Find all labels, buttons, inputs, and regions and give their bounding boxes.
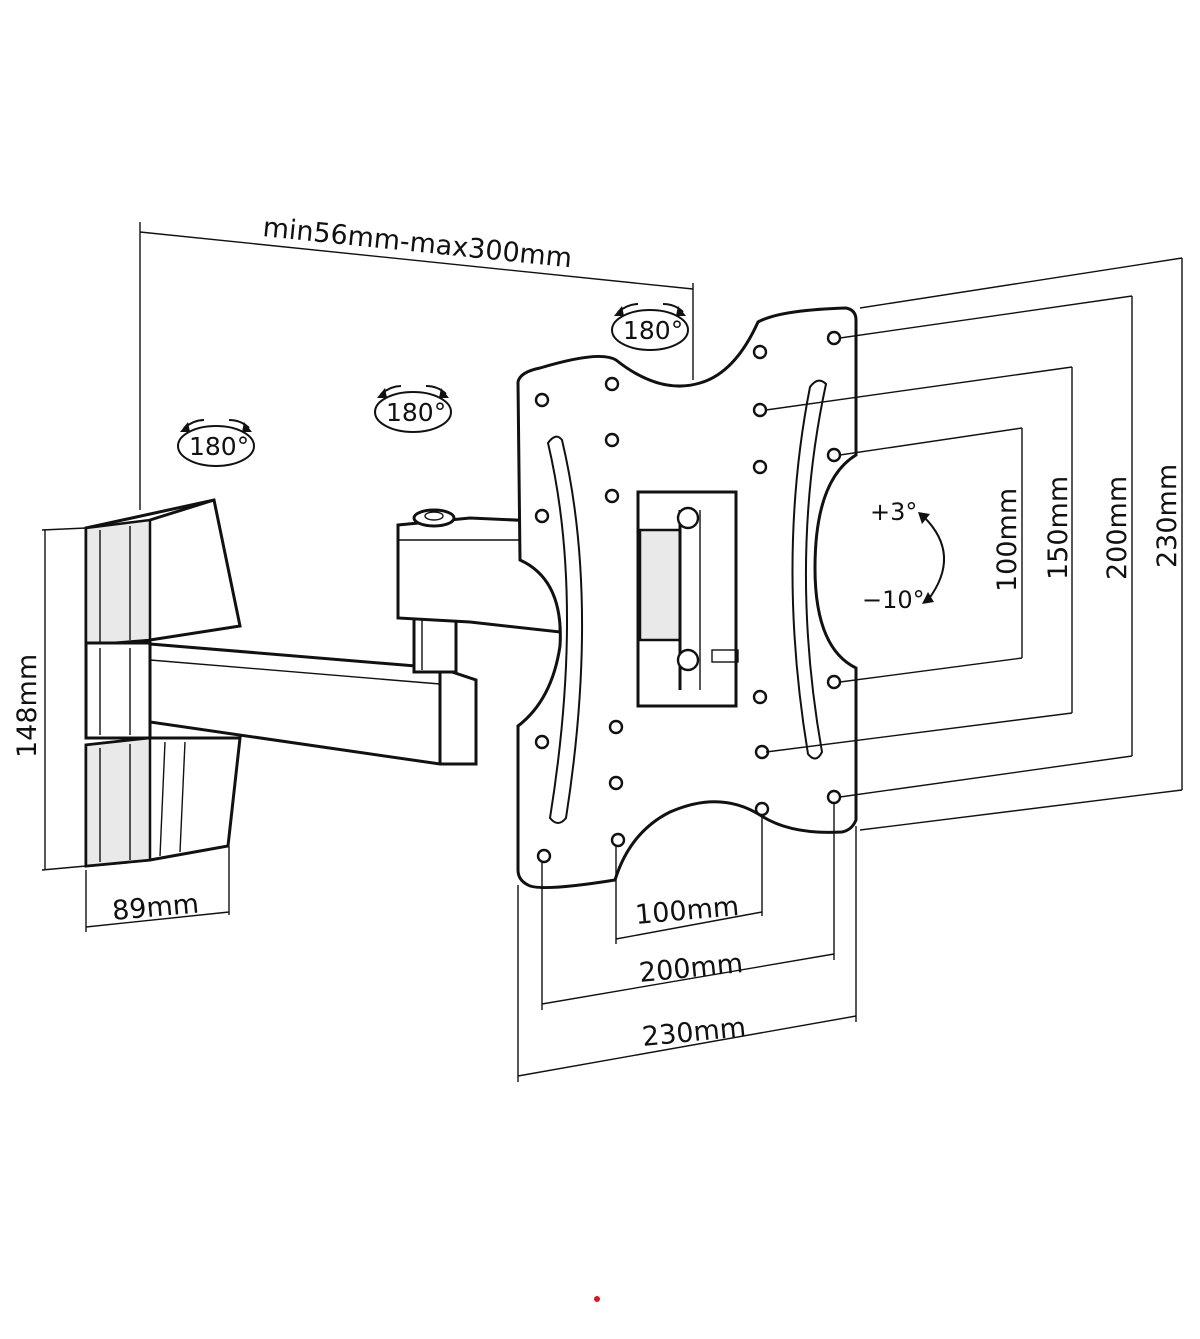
swivel-head-label: 180°: [623, 316, 683, 345]
tilt-up-label: +3°: [870, 498, 917, 526]
page-indicator-dot[interactable]: [594, 1296, 600, 1302]
vesa-v-100-label: 100mm: [992, 488, 1023, 592]
tilt-down-label: −10°: [862, 586, 925, 614]
vesa-h-200-label: 200mm: [638, 948, 745, 989]
vesa-v-200-label: 200mm: [1102, 476, 1133, 580]
swivel-badge-arm: 180°: [374, 385, 452, 433]
vesa-v-150-label: 150mm: [1043, 476, 1074, 580]
swivel-arm-label: 180°: [386, 398, 446, 427]
swivel-badge-wall: 180°: [177, 419, 255, 467]
wall-plate-width-label: 89mm: [111, 889, 200, 927]
plate-width-label: 230mm: [641, 1012, 748, 1053]
tilt-indicator: +3° −10°: [862, 498, 946, 614]
swivel-wall-label: 180°: [189, 432, 249, 461]
wall-plate: [84, 498, 242, 868]
wall-plate-height-label: 148mm: [12, 654, 43, 758]
vesa-plate: [516, 306, 858, 890]
wall-plate-height-dimension: 148mm: [12, 527, 87, 871]
plate-height-label: 230mm: [1152, 464, 1183, 568]
wall-plate-width-dimension: 89mm: [85, 846, 230, 932]
vertical-dimensions: 100mm 150mm 200mm 230mm: [765, 257, 1183, 831]
arm-extension-label: min56mm-max300mm: [261, 212, 573, 274]
swivel-badge-head: 180°: [611, 303, 689, 351]
vesa-h-100-label: 100mm: [634, 891, 740, 931]
